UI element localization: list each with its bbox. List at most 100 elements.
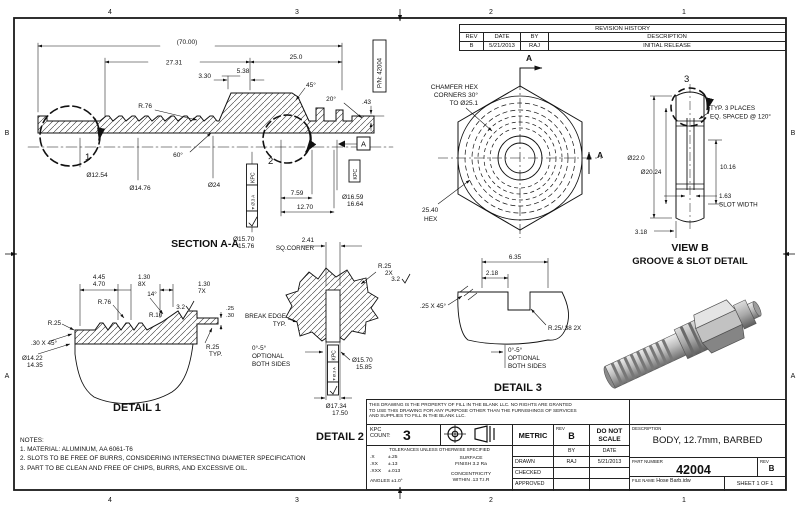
detail2-finish: 3.2 — [391, 276, 400, 283]
kpc-flag-text: KPC — [353, 169, 359, 180]
sheet-cell: SHEET 1 OF 1 — [736, 481, 774, 487]
tol-angles: ANGLES ±1.0° — [370, 479, 403, 484]
file-name-label: FILE NAME — [632, 478, 655, 483]
third-angle-projection-icon — [444, 425, 495, 443]
kpc-count-label: COUNT: — [370, 433, 391, 439]
dim-3-18: 3.18 — [635, 229, 648, 236]
hex-chamfer-note: CHAMFER HEX CORNERS 30° TO Ø25.1 — [431, 84, 479, 107]
detail3-profile — [457, 291, 569, 345]
units-cell: METRIC — [513, 425, 554, 446]
legal-line-1: THIS DRAWING IS THE PROPERTY OF FILL IN … — [369, 402, 572, 407]
ang-60: 60° — [173, 151, 183, 159]
drawn-label: DRAWN — [513, 457, 554, 468]
zone-top-3: 3 — [295, 9, 299, 16]
hex-dim-value: 25.40 — [422, 207, 439, 214]
rev-box-cell: REV B — [554, 425, 590, 446]
notes-block: NOTES: 1. MATERIAL: ALUMINUM, AA 6061-T6… — [20, 436, 365, 473]
section-arrow-a-top: A — [526, 53, 532, 63]
detail2-texts: 2.41 SQ.CORNER R.25 2X 3.2 BREAK EDGE TY… — [245, 237, 400, 417]
slot-width-value: 1.63 — [719, 193, 732, 200]
part-number-value: 42004 — [676, 463, 711, 477]
detail3-dimensions — [447, 258, 549, 368]
projection-symbol-cell — [441, 425, 513, 446]
detail1-dimensions — [37, 284, 223, 355]
detail1-r25-typ: R.25 — [206, 344, 220, 351]
col-header-date: DATE — [484, 33, 521, 42]
date-cell: 5/21/2013 — [484, 42, 521, 50]
slot-width-label: SLOT WIDTH — [719, 202, 758, 209]
zone-top-2: 2 — [489, 9, 493, 16]
detail2-r25: R.25 — [378, 263, 392, 270]
detail1-r10: R.10 — [149, 312, 163, 319]
dia-15-76: 15.76 — [238, 243, 255, 250]
section-aa-texts: (70.00) 27.31 25.0 3.30 5.38 45° 20° .43… — [85, 39, 371, 250]
part-number-label: PART NUMBER — [632, 459, 663, 464]
barb-ribs — [610, 338, 675, 386]
detail1-band — [74, 310, 219, 345]
view-b-title: VIEW B — [671, 242, 709, 254]
qty-7x: 7X — [198, 288, 207, 295]
zone-left-b: B — [5, 130, 10, 137]
checked-label: CHECKED — [513, 468, 554, 479]
chamfer-note-line1: CHAMFER HEX — [431, 84, 479, 91]
file-name-cell: FILE NAME Hose Barb.idw — [630, 477, 725, 491]
by-header: BY — [554, 446, 590, 457]
zone-labels: 4 3 2 1 4 3 2 1 B A B A — [5, 9, 796, 504]
detail1-texts: 4.45 4.70 1.30 8X 14° 1.30 7X R.76 R.10 … — [22, 274, 234, 369]
stack-fcf-text: ⌖ Ø.3 A — [251, 195, 256, 210]
dim-25-0: 25.0 — [290, 54, 303, 61]
detail2-fcf-text: ⌖ Ø.3 A — [332, 367, 337, 381]
dim-2-41: 2.41 — [302, 237, 315, 244]
section-arrow-a-side: A — [597, 150, 603, 160]
chamfer-note-line2: CORNERS 30° — [434, 91, 479, 99]
detail2-finish-check-icon — [401, 273, 411, 284]
view-b-dimensions — [650, 95, 722, 238]
dia-20-24: Ø20.24 — [641, 169, 662, 176]
dim-1-30-8x: 1.30 — [138, 274, 151, 281]
title-block-blank-cell — [630, 400, 785, 425]
detail2-flag-check-icon — [329, 385, 338, 395]
detail2-dimensions — [287, 242, 377, 400]
pn-tag: P/N: 42004 — [372, 39, 387, 93]
description-cell-block: DESCRIPTION BODY, 12.7mm, BARBED — [630, 425, 785, 458]
tol-xxx-value: ±.013 — [388, 469, 401, 474]
concentricity-line2: WITHIN .13 T.I.R — [452, 478, 490, 483]
dim-4-70: 4.70 — [93, 281, 106, 288]
hex-view: A A CHAMFER HEX CORNERS 30° TO Ø25.1 25.… — [422, 53, 603, 238]
tol-xx-label: .XX — [370, 462, 378, 467]
col-header-rev: REV — [460, 33, 484, 42]
note-line-3: 3. PART TO BE CLEAN AND FREE OF CHIPS, B… — [20, 464, 248, 472]
checked-by-cell — [554, 468, 590, 479]
detail3-circle-label: 3 — [684, 74, 689, 85]
detail1-finish-check-icon — [185, 300, 195, 311]
dim-10-16: 10.16 — [720, 164, 736, 171]
lim-25: .25 — [226, 306, 234, 312]
file-name-value: Hose Barb.idw — [656, 478, 691, 484]
note-line-1: 1. MATERIAL: ALUMINUM, AA 6061-T6 — [20, 446, 133, 454]
dia-15-70: Ø15.70 — [233, 236, 255, 243]
rev-right-value: B — [768, 464, 775, 473]
scale-line-2: SCALE — [598, 436, 621, 443]
view-b-subtitle: GROOVE & SLOT DETAIL — [632, 256, 748, 267]
approved-label: APPROVED — [513, 479, 554, 491]
typ-note-line1: TYP. 3 PLACES — [710, 105, 755, 112]
hex-head-3d — [693, 299, 745, 354]
rev-cell: B — [460, 42, 484, 50]
section-flag-stack: KPC ⌖ Ø.3 A — [246, 163, 258, 228]
rev-cell-right: REV B — [758, 458, 785, 477]
col-header-description: DESCRIPTION — [549, 33, 785, 42]
detail3-chamfer: .25 X 45° — [420, 302, 446, 310]
detail2-circle-label: 2 — [268, 156, 273, 167]
detail-2-view: KPC ⌖ Ø.3 A 2.41 SQ.CORNER R.25 2X 3.2 B… — [245, 237, 411, 443]
rev-box-value: B — [568, 431, 575, 441]
kpc-count-cell: KPC COUNT: 3 — [367, 425, 441, 446]
zone-bottom-1: 1 — [682, 497, 686, 504]
detail-1-view: 4.45 4.70 1.30 8X 14° 1.30 7X R.76 R.10 … — [22, 274, 234, 414]
approved-date-cell — [590, 479, 630, 491]
notes-title: NOTES: — [20, 437, 44, 444]
detail3-r-limits: R.25/.38 2X — [548, 325, 582, 332]
section-detail-circles — [39, 105, 317, 167]
detail2-opt-line1: 0°-5° — [252, 344, 267, 352]
dia-24: Ø24 — [208, 182, 221, 189]
revision-history-table: REVISION HISTORY REV DATE BY DESCRIPTION… — [459, 24, 786, 51]
